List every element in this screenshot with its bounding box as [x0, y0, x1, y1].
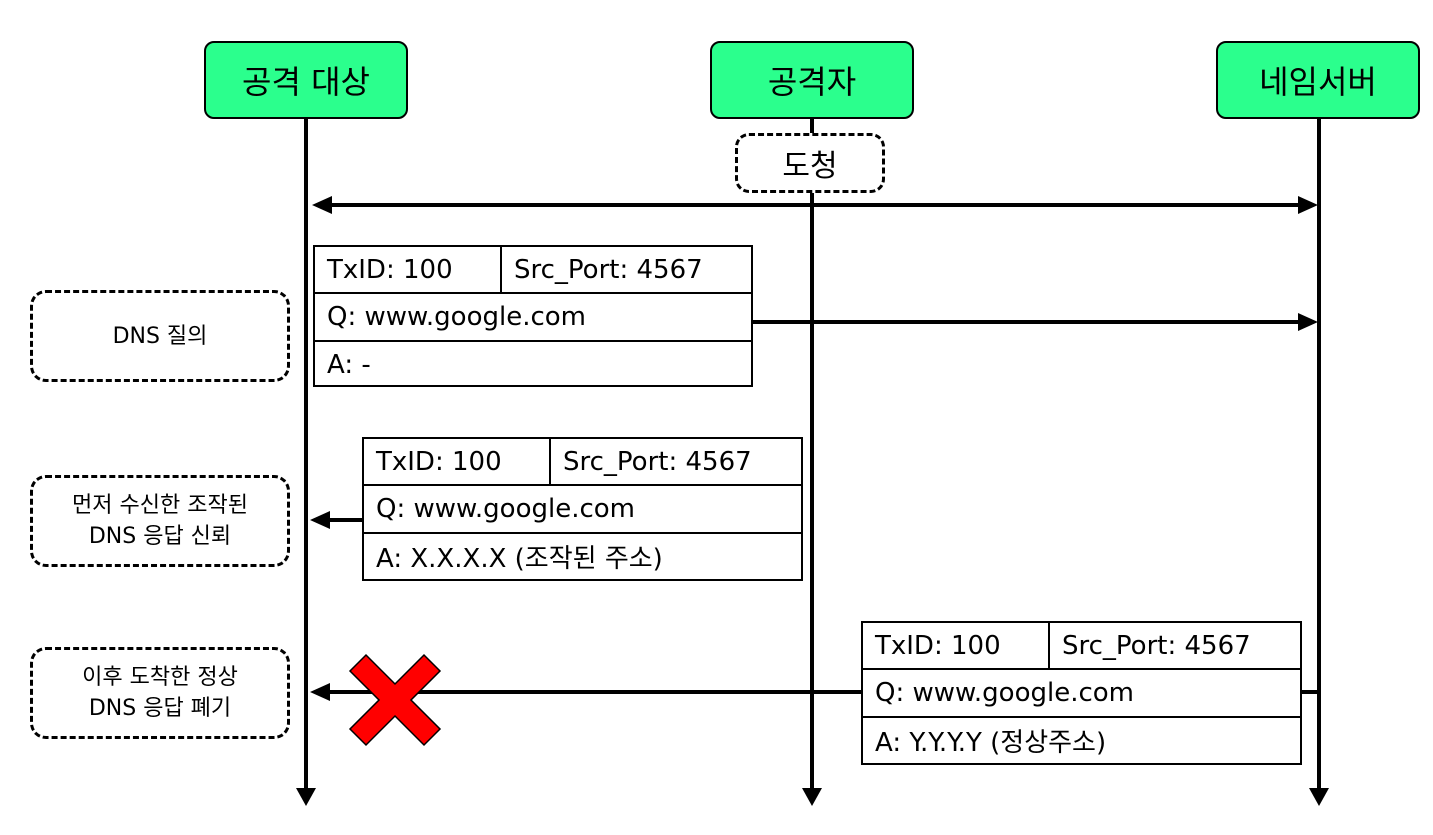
- channel-right-arrowhead: [1298, 196, 1318, 214]
- actor-target: 공격 대상: [204, 41, 408, 119]
- packet-answer-row: A: Y.Y.Y.Y (정상주소): [863, 718, 1300, 763]
- note-dns-query-text: DNS 질의: [112, 323, 208, 349]
- forged-arrowhead: [310, 511, 330, 529]
- packet-src-port: Src_Port: 4567: [514, 254, 703, 285]
- packet-answer: A: Y.Y.Y.Y (정상주소): [875, 728, 1107, 758]
- note-dns-query: DNS 질의: [30, 290, 290, 382]
- packet-txid: TxID: 100: [315, 247, 502, 292]
- packet-answer: A: -: [327, 349, 371, 380]
- query-arrowhead: [1298, 313, 1318, 331]
- packet-header-row: TxID: 100 Src_Port: 4567: [863, 623, 1300, 670]
- packet-src-port: Src_Port: 4567: [563, 446, 752, 477]
- lifeline-attacker-arrowhead: [802, 788, 822, 806]
- note-discard-line1: 이후 도착한 정상: [82, 665, 238, 690]
- packet-question: Q: www.google.com: [875, 678, 1134, 708]
- note-trust-line2: DNS 응답 신뢰: [88, 524, 232, 549]
- channel-left-arrowhead: [312, 196, 332, 214]
- packet-answer: A: X.X.X.X (조작된 주소): [376, 544, 663, 574]
- actor-nameserver-label: 네임서버: [1259, 63, 1377, 101]
- packet-question-row: Q: www.google.com: [364, 486, 801, 534]
- lifeline-target: [304, 118, 308, 790]
- actor-attacker: 공격자: [710, 41, 914, 119]
- lifeline-attacker: [810, 118, 814, 790]
- red-x-mark-icon: [348, 653, 442, 747]
- packet-header-row: TxID: 100 Src_Port: 4567: [315, 247, 751, 294]
- lifeline-target-arrowhead: [296, 788, 316, 806]
- actor-target-label: 공격 대상: [242, 63, 370, 101]
- packet-forged-response: TxID: 100 Src_Port: 4567 Q: www.google.c…: [362, 437, 803, 581]
- legit-arrowhead: [310, 683, 330, 701]
- packet-txid: TxID: 100: [863, 623, 1050, 668]
- lifeline-nameserver-arrowhead: [1309, 788, 1329, 806]
- packet-question: Q: www.google.com: [327, 302, 586, 332]
- packet-legit-response: TxID: 100 Src_Port: 4567 Q: www.google.c…: [861, 621, 1302, 765]
- lifeline-nameserver: [1317, 118, 1321, 790]
- packet-question-row: Q: www.google.com: [863, 670, 1300, 718]
- note-discard-line2: DNS 응답 폐기: [88, 696, 232, 721]
- packet-src-port: Src_Port: 4567: [1062, 630, 1251, 661]
- eavesdrop-label: 도청: [782, 149, 838, 184]
- packet-txid: TxID: 100: [364, 439, 551, 484]
- actor-attacker-label: 공격자: [767, 63, 857, 101]
- note-trust-line1: 먼저 수신한 조작된: [72, 493, 248, 518]
- packet-answer-row: A: -: [315, 342, 751, 387]
- packet-answer-row: A: X.X.X.X (조작된 주소): [364, 534, 801, 579]
- note-trust-forged: 먼저 수신한 조작된 DNS 응답 신뢰: [30, 475, 290, 567]
- packet-query: TxID: 100 Src_Port: 4567 Q: www.google.c…: [313, 245, 753, 387]
- actor-nameserver: 네임서버: [1216, 41, 1420, 119]
- packet-header-row: TxID: 100 Src_Port: 4567: [364, 439, 801, 486]
- packet-question-row: Q: www.google.com: [315, 294, 751, 342]
- note-discard-legit: 이후 도착한 정상 DNS 응답 폐기: [30, 647, 290, 739]
- packet-question: Q: www.google.com: [376, 494, 635, 524]
- eavesdrop-box: 도청: [735, 133, 885, 193]
